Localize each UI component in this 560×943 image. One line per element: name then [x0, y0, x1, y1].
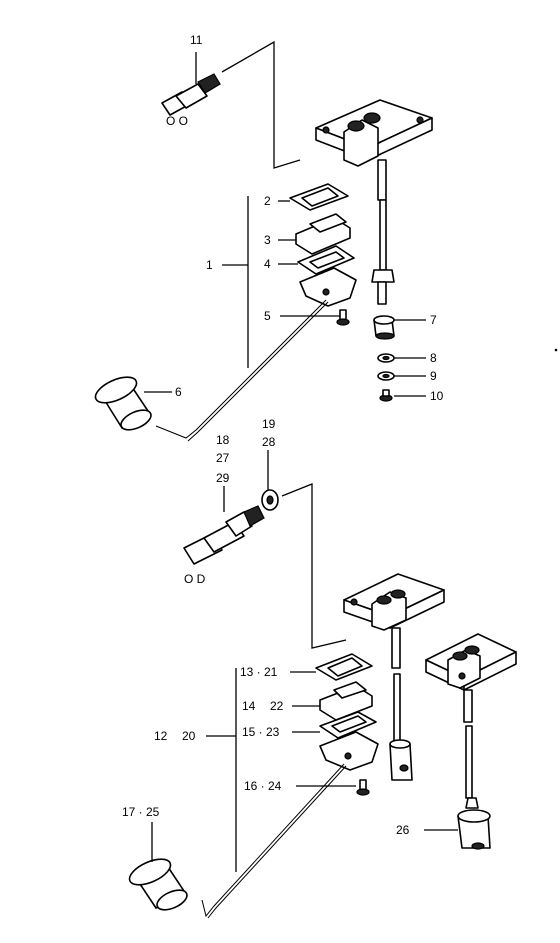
label-1: 1: [206, 258, 213, 272]
label-19: 19: [262, 417, 276, 431]
part-15-23-gasket: [319, 711, 377, 739]
label-11: 11: [190, 33, 203, 47]
label-6: 6: [175, 385, 182, 399]
connector-line-upper: [221, 40, 301, 169]
part-14-22-housing: [319, 681, 373, 721]
bracket-12-20: [206, 668, 237, 872]
part-16-24-screw: [356, 779, 370, 796]
float-arm-wire-lower: [201, 763, 345, 918]
part-11-sender-connector: [161, 52, 221, 116]
part-5-screw: [336, 309, 350, 326]
lower-sending-unit-cover: [343, 573, 445, 631]
label-14: 14: [242, 699, 256, 713]
part-10-screw: [379, 389, 393, 402]
label-26: 26: [396, 823, 410, 837]
label-4: 4: [264, 257, 271, 271]
part-7-sleeve: [373, 315, 395, 340]
label-20: 20: [182, 729, 196, 743]
bracket-1: [222, 196, 249, 368]
part-26-sender-sleeve: [457, 797, 491, 850]
part-2-gasket: [289, 183, 349, 211]
upper-sender-rod: [371, 159, 395, 305]
upper-sending-unit-cover: [315, 99, 433, 167]
second-sender-rod: [463, 689, 473, 799]
label-16-24: 16 · 24: [244, 779, 282, 793]
part-3-housing: [295, 213, 351, 255]
part-9-washer: [377, 371, 395, 381]
part-4-gasket: [297, 245, 355, 275]
label-od: O D: [184, 572, 206, 586]
part-6-float: [94, 376, 152, 431]
float-arm-wire-upper: [155, 299, 327, 439]
label-11-code: O O: [166, 114, 188, 128]
label-10: 10: [430, 389, 444, 403]
part-13-21-gasket: [315, 653, 373, 681]
label-7: 7: [430, 313, 437, 327]
float-arm-base-lower: [319, 731, 379, 771]
label-12: 12: [154, 729, 168, 743]
label-29: 29: [216, 471, 230, 485]
part-8-washer: [377, 353, 395, 363]
label-22: 22: [270, 699, 284, 713]
label-17-25: 17 · 25: [122, 805, 160, 819]
float-arm-base-upper: [299, 267, 357, 307]
label-9: 9: [430, 369, 437, 383]
label-5: 5: [264, 309, 271, 323]
connector-line-lower: [281, 483, 347, 649]
label-2: 2: [264, 194, 271, 208]
label-13-21: 13 · 21: [240, 665, 278, 679]
part-18-sender-connector: [183, 505, 265, 565]
second-sending-unit-cover: [425, 633, 517, 691]
label-18: 18: [216, 433, 230, 447]
label-3: 3: [264, 233, 271, 247]
label-15-23: 15 · 23: [242, 725, 280, 739]
lower-sender-rod: [389, 627, 413, 781]
label-27: 27: [216, 451, 230, 465]
part-17-25-float: [128, 858, 188, 911]
label-8: 8: [430, 351, 437, 365]
stray-mark: [554, 348, 558, 352]
label-28: 28: [262, 435, 276, 449]
